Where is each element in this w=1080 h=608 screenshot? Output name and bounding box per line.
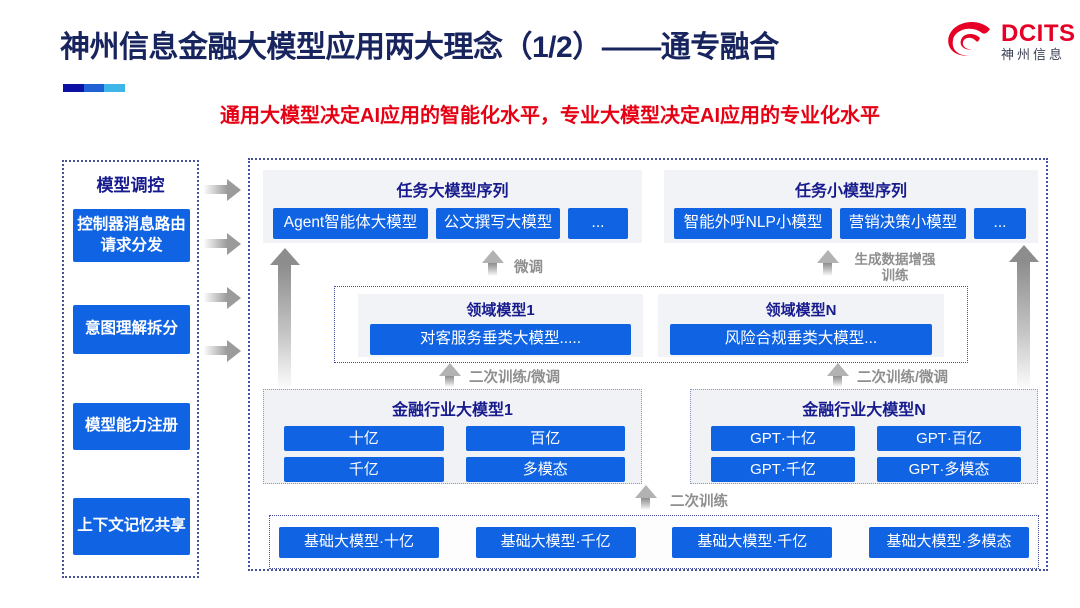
finetune-label: 微调 [514, 260, 543, 276]
section-title: 金融行业大模型N [802, 402, 926, 419]
dcits-logo: DCITS 神州信息 [944, 20, 1076, 62]
task-small-model-section: 任务小模型序列 智能外呼NLP小模型 营销决策小模型 ... [664, 170, 1038, 243]
model-control-title: 模型调控 [96, 176, 165, 195]
domain-group-n: 领域模型N 风险合规垂类大模型... [658, 294, 944, 357]
up-arrow-tall-left-icon [278, 265, 291, 392]
logo-brand-en: DCITS [1001, 19, 1076, 47]
finetune-up-arrow-icon [488, 263, 497, 276]
secondary-finetune-right-arrow-icon [833, 376, 842, 387]
industry-chip: GPT·千亿 [711, 457, 855, 482]
industry-chip: 十亿 [284, 426, 444, 451]
right-arrow-icon [204, 346, 227, 355]
domain-models-box: 领域模型1 对客服务垂类大模型..... 领域模型N 风险合规垂类大模型... [334, 286, 968, 363]
model-chip: ... [974, 208, 1026, 239]
industry-model-section-n: 金融行业大模型N GPT·十亿 GPT·百亿 GPT·千亿 GPT·多模态 [690, 389, 1038, 484]
industry-chip: 多模态 [465, 457, 625, 482]
secondary-training-arrow-icon [641, 498, 650, 510]
model-control-item: 控制器消息路由请求分发 [73, 209, 190, 262]
slide-subtitle: 通用大模型决定AI应用的智能化水平，专业大模型决定AI应用的专业化水平 [220, 105, 880, 127]
base-model-chip: 基础大模型·千亿 [475, 526, 636, 558]
base-model-chip: 基础大模型·千亿 [672, 526, 833, 558]
model-control-item: 上下文记忆共享 [73, 498, 190, 555]
gen-data-up-arrow-icon [823, 263, 832, 276]
dcits-logo-text: DCITS 神州信息 [1001, 19, 1076, 62]
accent-segment [63, 84, 84, 92]
accent-segment [83, 84, 105, 92]
section-title: 任务小模型序列 [794, 183, 907, 200]
base-models-row: 基础大模型·十亿 基础大模型·千亿 基础大模型·千亿 基础大模型·多模态 [269, 515, 1039, 569]
domain-chip: 风险合规垂类大模型... [670, 324, 932, 355]
secondary-finetune-right-label: 二次训练/微调 [857, 370, 949, 386]
logo-brand-cn: 神州信息 [1001, 46, 1066, 62]
gen-data-training-label: 生成数据增强训练 [854, 252, 936, 284]
title-accent-bar [63, 84, 126, 92]
up-arrow-tall-right-icon [1017, 262, 1030, 392]
secondary-training-label: 二次训练 [670, 494, 728, 510]
accent-segment [104, 84, 126, 92]
domain-chip: 对客服务垂类大模型..... [370, 324, 631, 355]
right-arrow-icon [204, 239, 227, 248]
domain-group-1: 领域模型1 对客服务垂类大模型..... [358, 294, 643, 357]
task-large-row: Agent智能体大模型 公文撰写大模型 ... [263, 201, 642, 239]
section-title: 任务大模型序列 [396, 183, 509, 200]
task-small-row: 智能外呼NLP小模型 营销决策小模型 ... [664, 201, 1038, 239]
model-control-item: 意图理解拆分 [73, 305, 190, 354]
industry-chip: 百亿 [465, 426, 625, 451]
dcits-swirl-icon [948, 21, 990, 56]
secondary-finetune-left-arrow-icon [445, 376, 454, 387]
domain-title: 领域模型1 [466, 302, 535, 319]
industry-chip: 千亿 [284, 457, 444, 482]
industry-model-section-1: 金融行业大模型1 十亿 百亿 千亿 多模态 [263, 389, 642, 484]
model-control-item: 模型能力注册 [73, 403, 190, 450]
section-title: 金融行业大模型1 [392, 402, 513, 419]
model-chip: 公文撰写大模型 [436, 208, 560, 239]
base-model-chip: 基础大模型·十亿 [279, 526, 439, 558]
right-arrow-icon [204, 293, 227, 302]
right-arrow-icon [204, 185, 227, 194]
model-chip: Agent智能体大模型 [273, 208, 428, 239]
domain-title: 领域模型N [765, 302, 837, 319]
industry-chip: GPT·百亿 [877, 426, 1021, 451]
page-title: 神州信息金融大模型应用两大理念（1/2）——通专融合 [60, 31, 779, 64]
model-chip: 营销决策小模型 [840, 208, 966, 239]
base-model-chip: 基础大模型·多模态 [868, 526, 1029, 558]
industry-grid: 十亿 百亿 千亿 多模态 [284, 426, 625, 482]
model-chip: ... [568, 208, 628, 239]
industry-grid: GPT·十亿 GPT·百亿 GPT·千亿 GPT·多模态 [711, 426, 1021, 482]
industry-chip: GPT·十亿 [711, 426, 855, 451]
secondary-finetune-left-label: 二次训练/微调 [469, 370, 561, 386]
model-chip: 智能外呼NLP小模型 [674, 208, 832, 239]
industry-chip: GPT·多模态 [877, 457, 1021, 482]
task-large-model-section: 任务大模型序列 Agent智能体大模型 公文撰写大模型 ... [263, 170, 642, 243]
model-control-panel: 模型调控 控制器消息路由请求分发 意图理解拆分 模型能力注册 上下文记忆共享 [62, 160, 199, 578]
diagram-canvas: 任务大模型序列 Agent智能体大模型 公文撰写大模型 ... 任务小模型序列 … [248, 158, 1048, 571]
